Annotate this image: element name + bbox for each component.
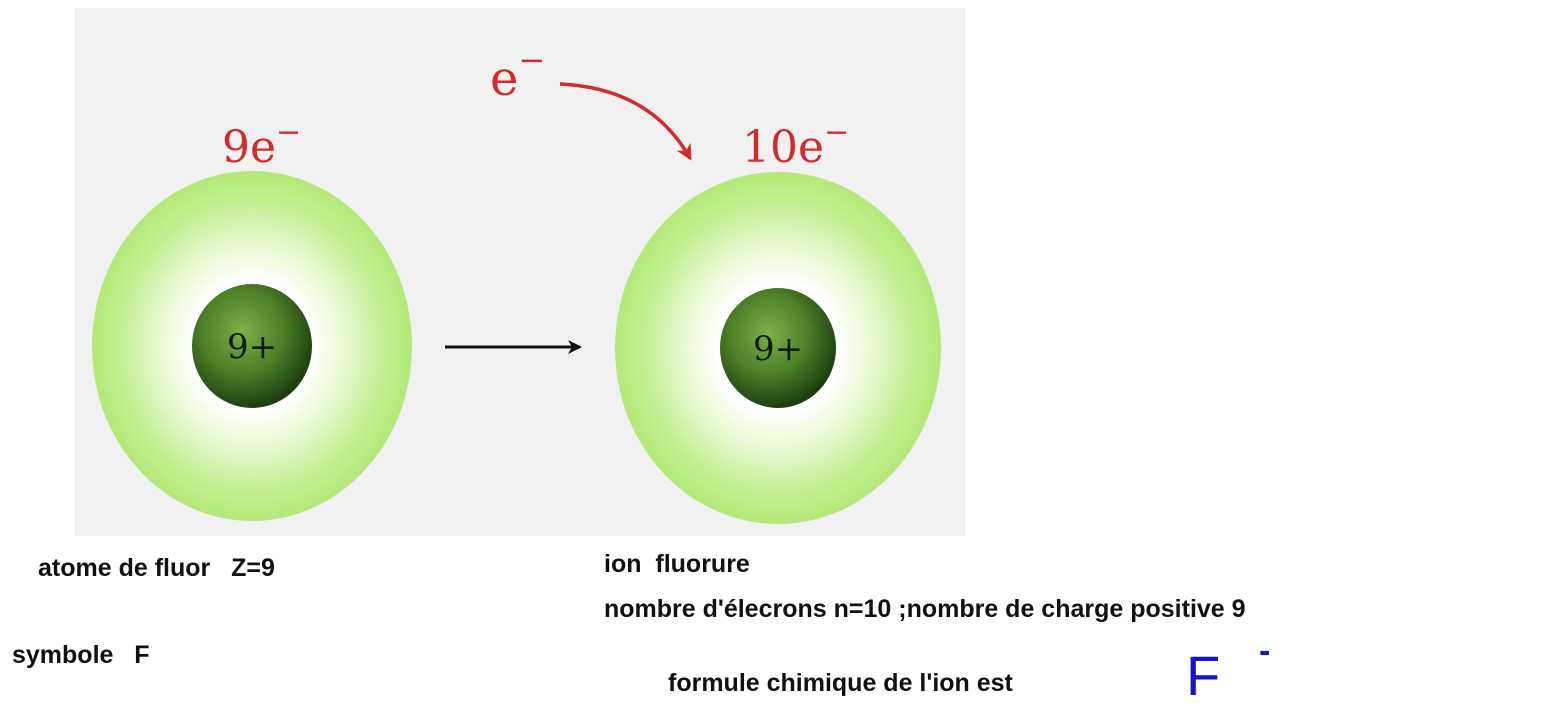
ion-caption-name: ion fluorure — [604, 550, 750, 578]
atom-electron-count: 9e− — [222, 115, 301, 173]
atom-nucleus — [192, 284, 312, 408]
atom-symbol-line: symbole F — [12, 641, 150, 669]
fluoride-ion: 9+ 10e− — [615, 115, 941, 524]
ion-electron-count: 10e− — [742, 115, 849, 173]
incoming-electron-label: e− — [490, 41, 545, 107]
ion-nucleus — [720, 288, 836, 408]
ion-formula-label: formule chimique de l'ion est — [668, 669, 1013, 697]
ion-caption-detail: nombre d'élecrons n=10 ;nombre de charge… — [604, 595, 1246, 623]
ion-nucleus-charge: 9+ — [753, 329, 803, 369]
fluorine-atom: 9+ 9e− — [92, 115, 412, 521]
incoming-electron: e− — [490, 41, 692, 161]
atom-caption: atome de fluor Z=9 — [38, 554, 275, 582]
atom-nucleus-charge: 9+ — [227, 327, 277, 367]
ion-formula-symbol: F — [1186, 644, 1221, 707]
ion-formula-charge: - — [1259, 632, 1271, 670]
incoming-electron-arrow — [559, 82, 692, 161]
